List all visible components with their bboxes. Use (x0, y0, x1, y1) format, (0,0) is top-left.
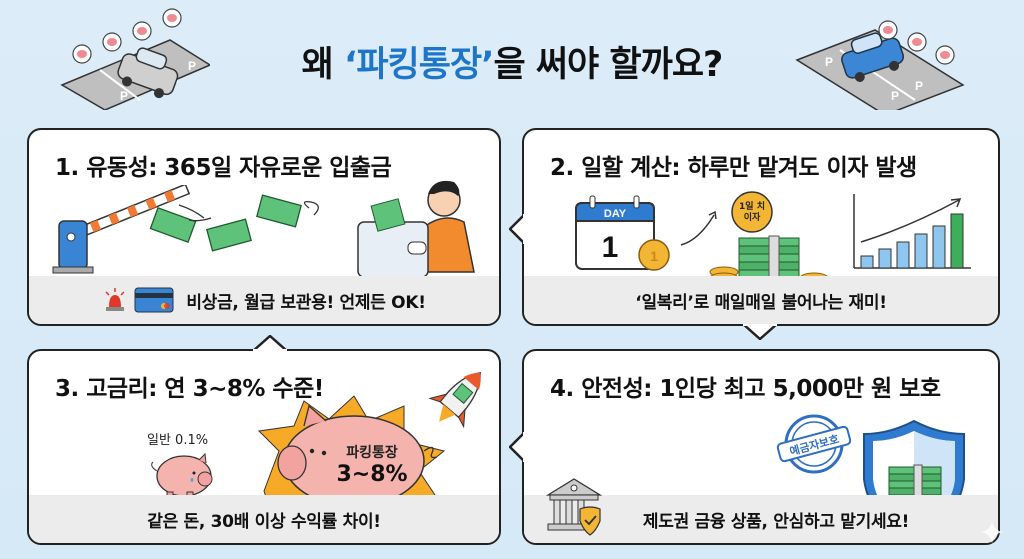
footer-text: 비상금, 월급 보관용! 언제든 OK! (186, 292, 426, 313)
footer-text: ‘일복리’로 매일매일 불어나는 재미! (635, 292, 887, 313)
calendar-icon: DAY 1 1 (574, 195, 684, 275)
siren-icon (102, 287, 128, 313)
calendar-header: DAY (604, 208, 627, 220)
sparkle-icon (980, 520, 1004, 544)
money-bill-icon (149, 190, 329, 260)
coin-label: 1 (650, 248, 658, 264)
big-pig-label: 파킹통장 (346, 444, 398, 461)
bubble-notch-card3 (253, 335, 287, 351)
card-title: 4. 안전성: 1인당 최고 5,000만 원 보호 (550, 376, 941, 402)
rocket-icon (429, 363, 489, 433)
bubble-notch-card2 (743, 324, 777, 340)
card-footer: 제도권 금융 상품, 안심하고 맡기세요! (524, 478, 998, 543)
card-footer: 비상금, 월급 보관용! 언제든 OK! (29, 276, 499, 324)
bank-building-icon (544, 475, 604, 537)
growth-chart-icon (849, 192, 974, 272)
card-title: 1. 유동성: 365일 자유로운 입출금 (55, 155, 392, 181)
page-title: 왜 ‘파킹통장’을 써야 할까요? (0, 36, 1024, 87)
small-piggy-bank-icon (139, 446, 229, 501)
parking-lot-blue-car-icon: P P P (795, 0, 965, 110)
svg-text:P: P (891, 89, 899, 103)
card-high-interest: 3. 고금리: 연 3~8% 수준! 일반 0.1% 파킹통장 3~8% (27, 349, 501, 545)
big-pig-rate: 3~8% (336, 462, 407, 487)
svg-text:P: P (188, 59, 196, 73)
credit-card-icon (134, 287, 174, 313)
card-safety: 4. 안전성: 1인당 최고 5,000만 원 보호 예금자보호 (522, 349, 1000, 545)
calendar-day: 1 (602, 231, 619, 264)
coin-icon (638, 239, 670, 271)
bubble-line2: 이자 (744, 211, 761, 223)
title-suffix: 을 써야 할까요? (493, 45, 723, 85)
small-pig-label: 일반 0.1% (147, 433, 209, 448)
bubble-notch-card4-left (509, 432, 525, 462)
parking-gate-icon (51, 185, 191, 275)
title-prefix: 왜 (301, 45, 345, 85)
parking-lot-gray-car-icon: P P (60, 0, 210, 110)
big-piggy-bank-icon: 파킹통장 3~8% (254, 381, 454, 506)
card-title: 3. 고금리: 연 3~8% 수준! (55, 376, 324, 402)
card-liquidity: 1. 유동성: 365일 자유로운 입출금 (27, 128, 501, 326)
title-highlight: ‘파킹통장’ (344, 45, 494, 85)
deposit-stamp-icon: 예금자보호 (774, 409, 854, 479)
footer-text: 제도권 금융 상품, 안심하고 맡기세요! (642, 511, 910, 532)
svg-text:P: P (915, 79, 923, 93)
svg-text:P: P (120, 89, 128, 103)
bubble-notch-card2-left (509, 214, 525, 244)
person-wallet-icon (354, 172, 484, 282)
bubble-line1: 1일 치 (739, 200, 765, 212)
card-title: 2. 일할 계산: 하루만 맡겨도 이자 발생 (550, 155, 917, 181)
svg-text:P: P (825, 55, 833, 69)
card-footer: 같은 돈, 30배 이상 수익률 차이! (29, 495, 499, 543)
card-daily-interest: 2. 일할 계산: 하루만 맡겨도 이자 발생 DAY 1 1 1일 치 이자 (522, 128, 1000, 326)
footer-text: 같은 돈, 30배 이상 수익률 차이! (147, 511, 381, 532)
card-footer: ‘일복리’로 매일매일 불어나는 재미! (524, 276, 998, 324)
